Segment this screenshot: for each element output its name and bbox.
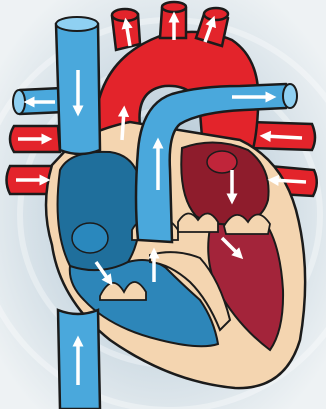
pulmonary-vein-opening [207,151,237,173]
arrow-pv-1 [264,136,302,138]
arrow-pv-2 [272,180,306,182]
arrow-aorta-4 [122,110,124,140]
vena-cava-opening [72,223,108,253]
right-atrium [58,152,142,272]
